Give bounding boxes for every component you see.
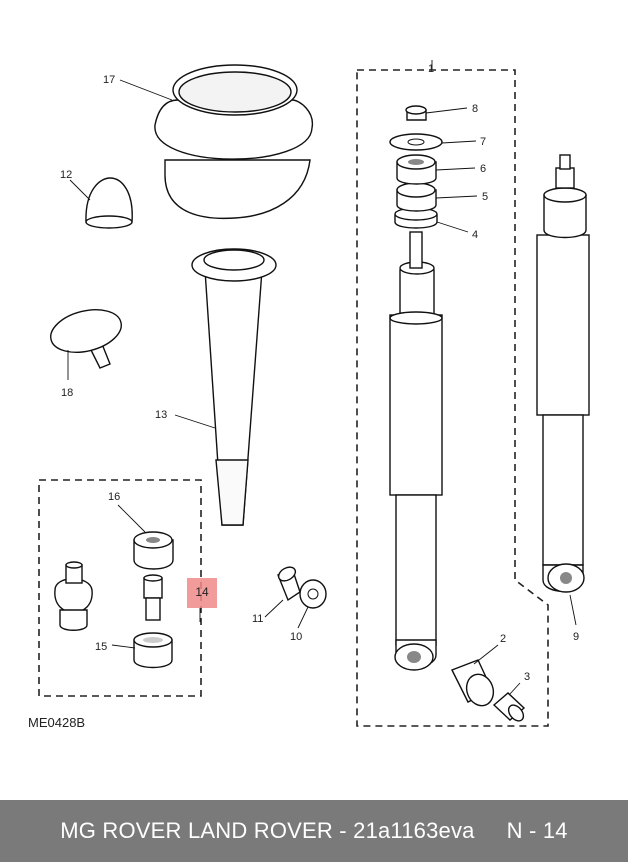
callout-3: 3 [524,671,530,683]
callout-7: 7 [480,136,486,148]
callout-11: 11 [252,613,263,625]
callout-16: 16 [108,491,120,503]
bush-part-16 [117,504,174,570]
highlight-marker [187,578,217,608]
cap-part-12 [69,177,133,229]
callout-6: 6 [480,163,486,175]
shock-absorber-main [389,231,443,671]
washer-part-7 [389,133,477,151]
footer-caption: MG ROVER LAND ROVER - 21a1163eva N - 14 [60,818,567,844]
bush-part-6 [396,154,476,185]
callout-10: 10 [290,631,302,643]
bush-part-5 [396,182,478,212]
parts-diagram: 1 2 3 4 5 6 7 8 9 10 11 12 13 16 15 17 1… [28,60,590,730]
boot-part-17 [119,64,314,220]
callout-1: 1 [428,63,434,75]
diagram-code: ME0428B [28,715,85,730]
stack-part-4 [394,207,469,233]
sleeve-part-3 [492,682,526,722]
callout-8: 8 [472,103,478,115]
nut-part-8 [405,105,468,121]
callout-13: 13 [155,409,167,421]
callout-12: 12 [60,169,72,181]
washer-part-10 [297,579,327,629]
footer-page: N - 14 [506,818,568,843]
callout-15: 15 [95,641,107,653]
footer-title: MG ROVER LAND ROVER - 21a1163eva [60,818,475,843]
pin-part [143,574,163,621]
shock-absorber-part-9 [536,154,590,626]
bush-part-2 [451,644,499,707]
footer-bar: MG ROVER LAND ROVER - 21a1163eva N - 14 [0,800,628,862]
callout-9: 9 [573,631,579,643]
callout-4: 4 [472,229,478,241]
tube-part-13 [174,248,277,526]
callout-14[interactable]: 14 [195,585,209,599]
callout-18: 18 [61,387,73,399]
collar-part-15 [111,632,173,669]
group-box-1 [356,69,549,727]
callout-17: 17 [103,74,115,86]
bush-part-11 [264,566,301,618]
plate-part-18 [50,309,122,380]
callout-5: 5 [482,191,488,203]
bumpstop-part [54,561,93,631]
callout-2: 2 [500,633,506,645]
